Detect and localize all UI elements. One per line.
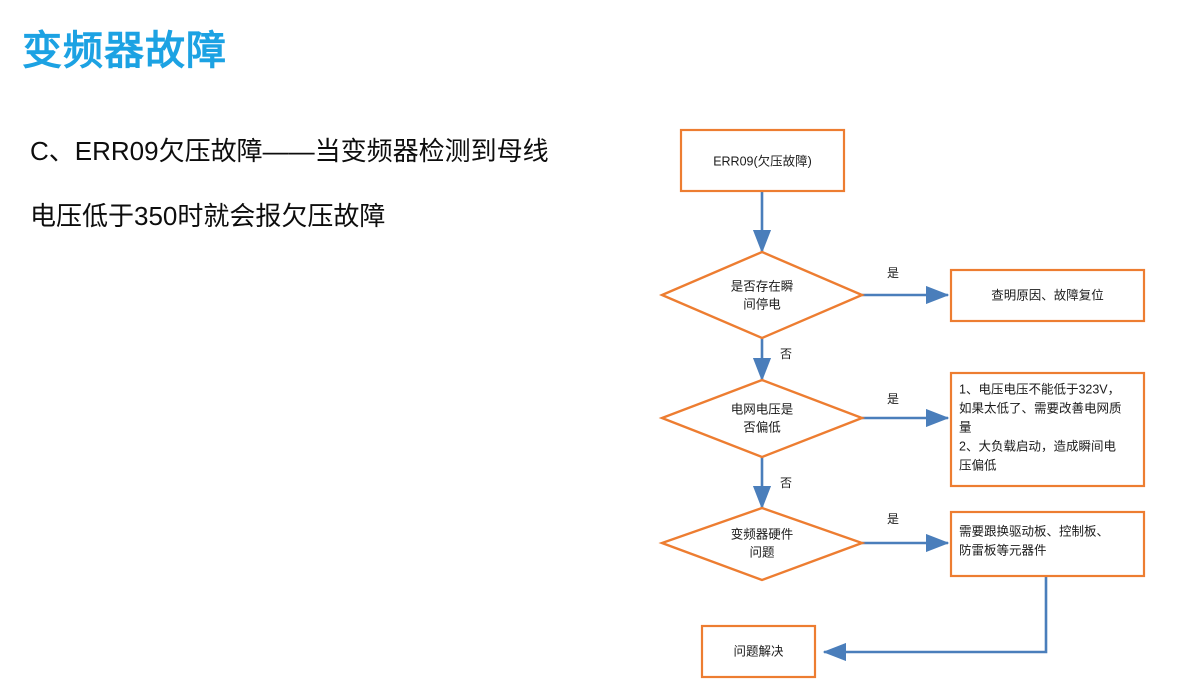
node-action2-line-3: 量 bbox=[959, 420, 972, 434]
node-decision-grid-voltage[interactable]: 电网电压是 否偏低 bbox=[658, 378, 866, 459]
node-start-label: ERR09(欠压故障) bbox=[713, 153, 812, 168]
connector-action3-to-end bbox=[822, 576, 1048, 662]
node-start-box[interactable] bbox=[679, 128, 846, 193]
edge-label-no-1: 否 bbox=[780, 347, 792, 361]
node-action3-box[interactable] bbox=[949, 510, 1146, 578]
node-start[interactable]: ERR09(欠压故障) bbox=[679, 128, 846, 193]
body-line-2: 电压低于350时就会报欠压故障 bbox=[30, 201, 386, 232]
edge-label-yes-3: 是 bbox=[887, 512, 899, 526]
node-action2-line-1: 1、电压电压不能低于323V， bbox=[959, 382, 1120, 396]
node-action2-line-2: 如果太低了、需要改善电网质 bbox=[959, 400, 1122, 415]
node-action3-line-2: 防雷板等元器件 bbox=[959, 542, 1047, 557]
node-decision2-diamond[interactable] bbox=[658, 378, 866, 459]
node-action-find-cause[interactable]: 查明原因、故障复位 bbox=[949, 268, 1146, 323]
node-decision1-label-line2: 间停电 bbox=[743, 296, 781, 311]
edge-label-yes-1: 是 bbox=[887, 266, 899, 280]
node-action1-box[interactable] bbox=[949, 268, 1146, 323]
node-action3-line-1: 需要跟换驱动板、控制板、 bbox=[959, 524, 1109, 538]
node-action-voltage-advice[interactable]: 1、电压电压不能低于323V， 如果太低了、需要改善电网质 量 2、大负载启动，… bbox=[949, 371, 1146, 488]
node-decision2-label-line1: 电网电压是 bbox=[731, 402, 794, 416]
body-line-1: C、ERR09欠压故障——当变频器检测到母线 bbox=[30, 136, 549, 166]
node-decision3-label-line1: 变频器硬件 bbox=[731, 526, 794, 541]
node-decision-hardware[interactable]: 变频器硬件 问题 bbox=[658, 506, 866, 582]
node-action2-box[interactable] bbox=[949, 371, 1146, 488]
node-decision3-diamond[interactable] bbox=[658, 506, 866, 582]
node-decision1-diamond[interactable] bbox=[658, 250, 866, 340]
node-action-replace-boards[interactable]: 需要跟换驱动板、控制板、 防雷板等元器件 bbox=[949, 510, 1146, 578]
node-decision2-label-line2: 否偏低 bbox=[743, 419, 781, 434]
node-decision-outage[interactable]: 是否存在瞬 间停电 bbox=[658, 250, 866, 340]
node-end-resolved[interactable]: 问题解决 bbox=[700, 624, 817, 679]
edge-label-yes-2: 是 bbox=[887, 392, 899, 406]
node-end-label: 问题解决 bbox=[733, 644, 784, 658]
body-text-block: C、ERR09欠压故障——当变频器检测到母线 电压低于350时就会报欠压故障 bbox=[30, 136, 650, 269]
node-action1-label: 查明原因、故障复位 bbox=[991, 287, 1104, 302]
edge-label-no-2: 否 bbox=[780, 476, 792, 490]
page-title: 变频器故障 bbox=[22, 29, 227, 73]
node-decision3-label-line2: 问题 bbox=[749, 545, 775, 559]
node-decision1-label-line1: 是否存在瞬 bbox=[731, 279, 794, 293]
node-action2-line-5: 压偏低 bbox=[959, 457, 997, 472]
node-action2-line-4: 2、大负载启动，造成瞬间电 bbox=[959, 439, 1116, 453]
node-end-box[interactable] bbox=[700, 624, 817, 679]
